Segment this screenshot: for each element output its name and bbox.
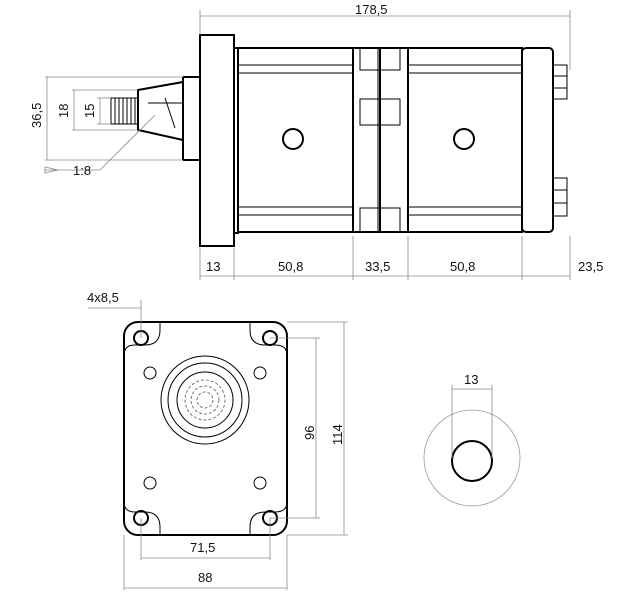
dim-rear-length: 23,5 xyxy=(578,259,603,274)
front-dimensions xyxy=(88,300,348,590)
dim-hole-spacing-v: 96 xyxy=(302,426,317,440)
side-dimensions xyxy=(44,10,571,280)
rear-cover xyxy=(521,47,554,233)
dim-port-diameter: 13 xyxy=(464,372,478,387)
dim-section-2: 50,8 xyxy=(450,259,475,274)
port-circle-2 xyxy=(453,128,475,150)
dim-shaft-inner: 15 xyxy=(82,104,97,118)
dim-section-1: 50,8 xyxy=(278,259,303,274)
drive-shaft xyxy=(110,76,200,161)
middle-bolt-center xyxy=(359,98,401,126)
flange-inner-outline xyxy=(123,322,288,535)
middle-bolt-bottom xyxy=(359,207,401,233)
dim-hole-spacing-h: 71,5 xyxy=(190,540,215,555)
dim-middle-section: 33,5 xyxy=(365,259,390,274)
port-circle-1 xyxy=(282,128,304,150)
port-hole xyxy=(451,440,493,482)
dim-shaft-outer: 36,5 xyxy=(29,103,44,128)
shaft-boss xyxy=(160,355,250,445)
flange-outline xyxy=(123,321,288,536)
port-outer xyxy=(423,409,521,507)
dim-flange-thickness: 13 xyxy=(206,259,220,274)
mounting-flange xyxy=(199,34,235,247)
body-section-1 xyxy=(237,47,354,233)
dim-taper: 1:8 xyxy=(73,163,91,178)
middle-bolt-top xyxy=(359,47,401,71)
body-section-2 xyxy=(407,47,523,233)
dim-shaft: 18 xyxy=(56,104,71,118)
side-view xyxy=(44,10,571,280)
port-view xyxy=(423,385,521,507)
rear-bolt-bottom xyxy=(552,177,568,217)
rear-bolt-top xyxy=(552,64,568,100)
front-view xyxy=(88,300,348,590)
dim-flange-height: 114 xyxy=(330,424,345,445)
dim-holes: 4x8,5 xyxy=(87,290,119,305)
dim-overall-length: 178,5 xyxy=(355,2,388,17)
dim-flange-width: 88 xyxy=(198,570,212,585)
